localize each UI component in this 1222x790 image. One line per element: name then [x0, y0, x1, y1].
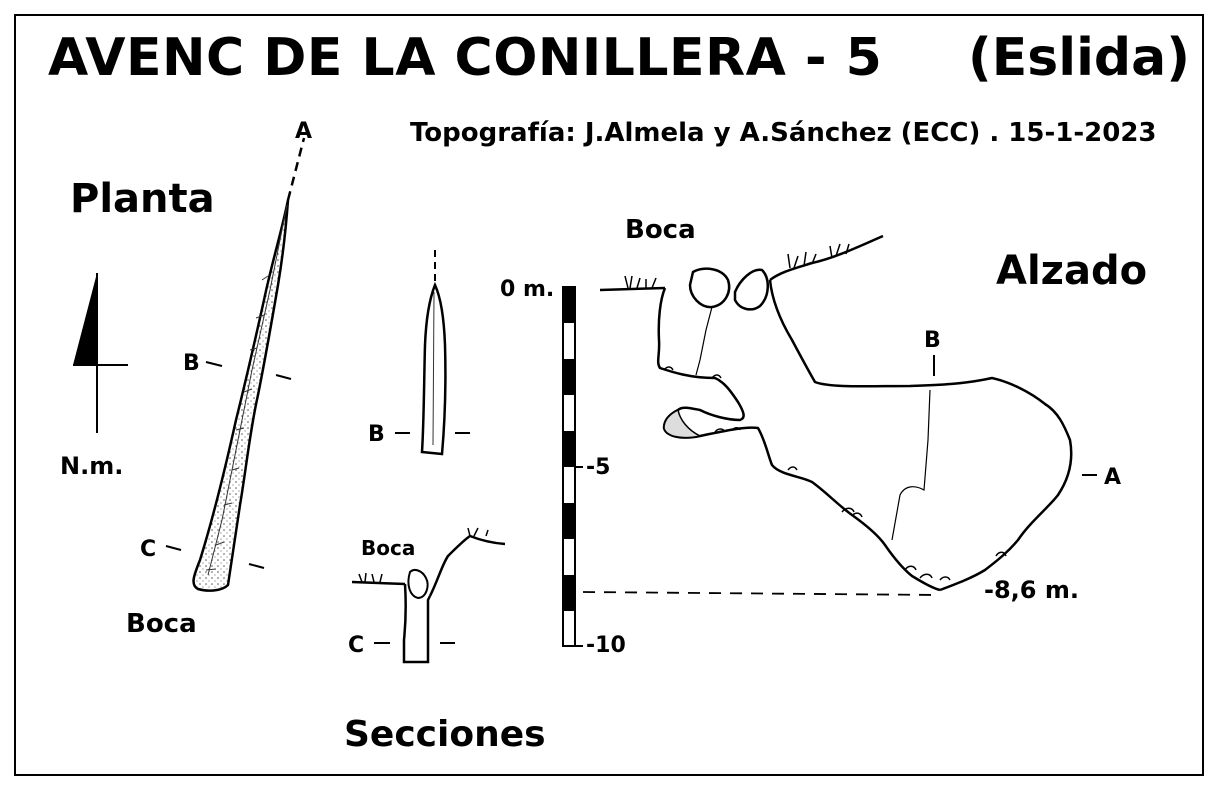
- section-c-outline: [402, 583, 432, 664]
- section-b-label: B: [368, 422, 385, 447]
- section-c-entrance-label: Boca: [361, 536, 415, 560]
- sections-heading: Secciones: [344, 714, 546, 755]
- scale-segment: [563, 359, 575, 395]
- plan-passage: [192, 198, 290, 592]
- cut-b-right: [275, 374, 292, 380]
- cut-c-right: [248, 563, 265, 569]
- survey-credit: Topografía: J.Almela y A.Sánchez (ECC) .…: [410, 118, 1157, 148]
- scale-segment: [563, 287, 575, 323]
- scale-label-0: 0 m.: [500, 277, 554, 302]
- elevation-left-wall: [656, 287, 941, 592]
- scale-segment: [563, 503, 575, 539]
- elevation-view: Boca B A -8,6 m.: [582, 215, 1121, 604]
- plan-point-b: B: [183, 351, 200, 376]
- map-title: AVENC DE LA CONILLERA - 5: [48, 28, 883, 88]
- elevation-right-wall: [768, 279, 1073, 592]
- entrance-boulder: [733, 268, 769, 311]
- elevation-heading: Alzado: [996, 248, 1148, 294]
- scale-segment: [563, 575, 575, 611]
- section-b-centerline: [432, 291, 435, 446]
- plan-station-ticks: [205, 275, 269, 571]
- map-frame: [14, 14, 1204, 776]
- elevation-ledge: [663, 408, 703, 439]
- plan-entrance-label: Boca: [126, 609, 197, 639]
- section-c-surface: [351, 534, 506, 597]
- section-b-outline: [420, 281, 447, 456]
- section-c-grass-icon: [358, 527, 489, 583]
- elevation-entrance-label: Boca: [625, 215, 696, 245]
- north-arrow-icon: [73, 273, 128, 433]
- elevation-surface-right: [769, 234, 884, 281]
- depth-scale: 0 m. -5 -10: [500, 277, 626, 658]
- elevation-grass-icon: [624, 275, 657, 289]
- plan-view-heading: Planta: [70, 176, 215, 222]
- section-c-label: C: [348, 633, 364, 658]
- max-depth-label: -8,6 m.: [984, 576, 1079, 604]
- plan-point-c: C: [140, 537, 156, 562]
- elevation-grass-icon: [787, 243, 850, 269]
- plan-point-a: A: [295, 119, 312, 144]
- cut-c-left: [165, 545, 182, 551]
- elevation-point-a: A: [1104, 465, 1121, 490]
- entrance-crack: [695, 306, 713, 376]
- scale-label-5: -5: [586, 455, 610, 480]
- floor-rocks: [663, 366, 1007, 581]
- plan-centerline: [207, 204, 288, 576]
- entrance-boulder: [688, 267, 731, 309]
- elevation-point-b: B: [924, 328, 941, 353]
- scale-label-10: -10: [586, 633, 626, 658]
- cut-b-left: [205, 361, 223, 367]
- sections-view: B C Boca: [348, 250, 506, 664]
- max-depth-line: [582, 591, 941, 596]
- elevation-surface-left: [599, 286, 666, 292]
- map-location: (Eslida): [968, 28, 1190, 88]
- north-label: N.m.: [60, 452, 123, 480]
- section-c-boulder: [407, 569, 429, 600]
- plan-view: A B C Boca N.m.: [60, 119, 312, 639]
- scale-segment: [563, 431, 575, 467]
- elevation-survey-line: [891, 389, 931, 541]
- plan-axis-dashed: [286, 137, 306, 201]
